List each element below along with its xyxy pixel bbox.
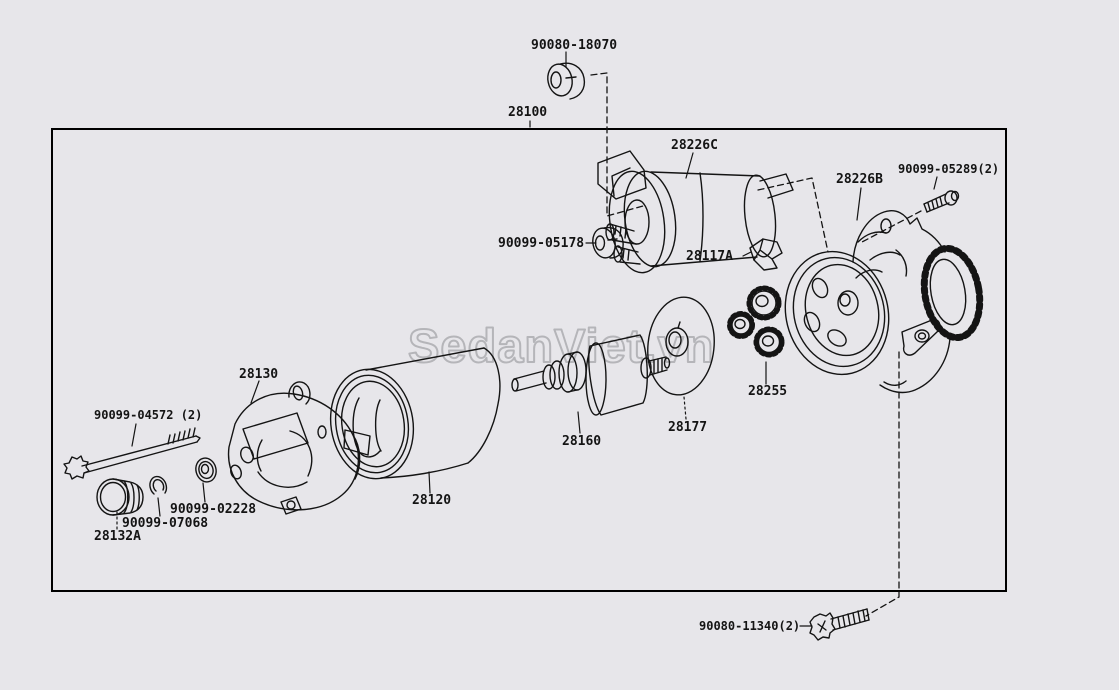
- diagram-border-box: [51, 128, 1007, 592]
- part-label-90099-05289: 90099-05289(2): [898, 162, 1000, 176]
- washer-drawing: [195, 457, 217, 483]
- bearing-cap-drawing: [96, 478, 144, 516]
- starter-drive-housing-drawing: [784, 210, 984, 394]
- label-leader-lines: [116, 51, 938, 627]
- part-label-90099-02228: 90099-02228: [170, 502, 257, 517]
- mount-bolt-drawing: [809, 608, 870, 641]
- part-label-90099-05178: 90099-05178: [498, 236, 585, 251]
- part-label-90099-04572: 90099-04572 (2): [94, 408, 203, 422]
- part-label-28177: 28177: [668, 420, 708, 435]
- housing-bolt-drawing: [923, 190, 960, 213]
- snap-ring-drawing: [149, 475, 168, 495]
- yoke-drawing: [329, 347, 501, 480]
- armature-drawing: [511, 334, 671, 416]
- solenoid-nut-drawing: [592, 226, 624, 259]
- part-label-28117A: 28117A: [686, 249, 733, 264]
- part-label-28160: 28160: [562, 434, 602, 449]
- plate-drawing: [647, 296, 715, 396]
- part-label-28132A: 28132A: [94, 529, 141, 544]
- part-label-90080-11340: 90080-11340(2): [699, 619, 801, 633]
- solenoid-drawing: [597, 150, 794, 274]
- brush-holder-drawing: [749, 238, 783, 271]
- part-label-28130: 28130: [239, 367, 279, 382]
- through-bolt-drawing: [63, 427, 201, 480]
- part-label-28226B: 28226B: [836, 172, 883, 187]
- part-label-28120: 28120: [412, 493, 452, 508]
- part-label-28100: 28100: [508, 105, 548, 120]
- terminal-nut-drawing: [547, 62, 586, 100]
- part-label-28226C: 28226C: [671, 138, 718, 153]
- part-label-90099-07068: 90099-07068: [122, 516, 209, 531]
- end-frame-drawing: [227, 381, 361, 515]
- planetary-gears-drawing: [727, 285, 785, 358]
- part-label-90080-18070: 90080-18070: [531, 38, 618, 53]
- part-label-28255: 28255: [748, 384, 788, 399]
